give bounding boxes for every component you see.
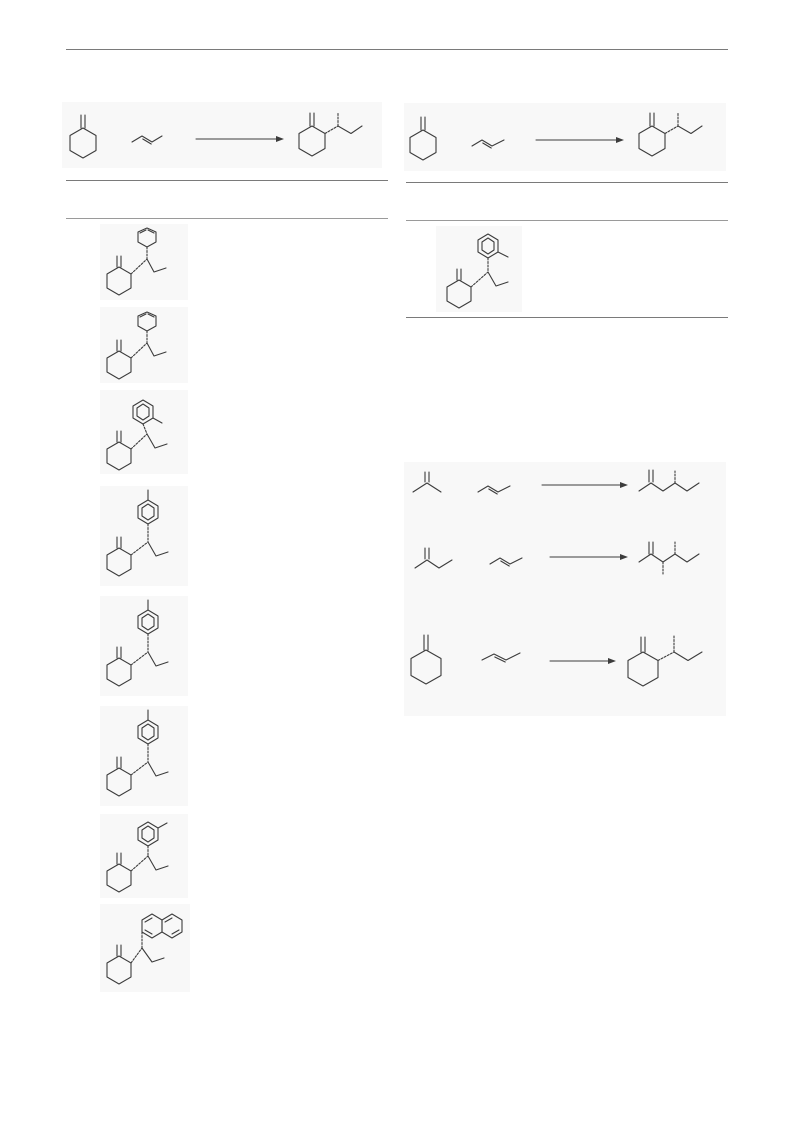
trans-2-butene-icon — [477, 485, 511, 495]
m-tolyl-product-icon — [106, 821, 169, 893]
scheme-panel-top-right — [404, 103, 726, 171]
product-cyclohexyl-icon — [298, 112, 363, 157]
2-methyl-1-butene-icon — [414, 547, 453, 569]
p-tolyl-product-icon — [106, 709, 169, 797]
reaction-arrow-icon — [549, 554, 628, 560]
2-methyl-1-butene-product-icon — [638, 541, 700, 575]
scheme-panel-top-left — [62, 102, 382, 168]
furyl-product-icon — [106, 311, 167, 380]
header-rule — [66, 49, 728, 50]
table-rule-left-top — [66, 180, 388, 181]
reaction-arrow-icon — [195, 136, 284, 142]
reaction-arrow-icon — [541, 482, 628, 488]
trans-2-butene-icon — [131, 135, 163, 145]
o-tolyl-product-icon — [106, 399, 168, 471]
methylenecyclohexane-icon — [69, 114, 97, 159]
entry-panel-7 — [100, 814, 188, 898]
trans-2-butene-icon — [481, 652, 521, 663]
table-rule-left-header — [66, 218, 388, 219]
o-tolyl-product-icon — [446, 233, 509, 309]
isobutene-icon — [412, 471, 442, 493]
table-rule-right-bottom — [406, 317, 728, 318]
reaction-arrow-icon — [549, 658, 616, 664]
p-tolyl-product-icon — [106, 599, 169, 687]
product-cyclohexyl-icon — [627, 635, 703, 687]
naphthyl-product-icon — [106, 913, 183, 985]
reaction-arrow-icon — [535, 137, 624, 143]
right-table-entry-panel — [436, 226, 522, 312]
right-schemes-panel — [404, 462, 726, 716]
methylenecyclohexane-icon — [410, 634, 442, 685]
trans-2-butene-icon — [471, 139, 505, 149]
table-rule-right-header — [406, 220, 728, 221]
trans-2-butene-icon — [489, 557, 523, 567]
furyl-product-icon — [106, 227, 167, 296]
product-cyclohexyl-icon — [638, 112, 703, 157]
entry-panel-3 — [100, 390, 188, 474]
p-tolyl-product-icon — [106, 489, 169, 577]
isobutene-product-icon — [638, 469, 700, 492]
table-rule-right-top — [406, 182, 728, 183]
methylenecyclohexane-icon — [409, 116, 437, 161]
entry-panel-2 — [100, 307, 188, 383]
